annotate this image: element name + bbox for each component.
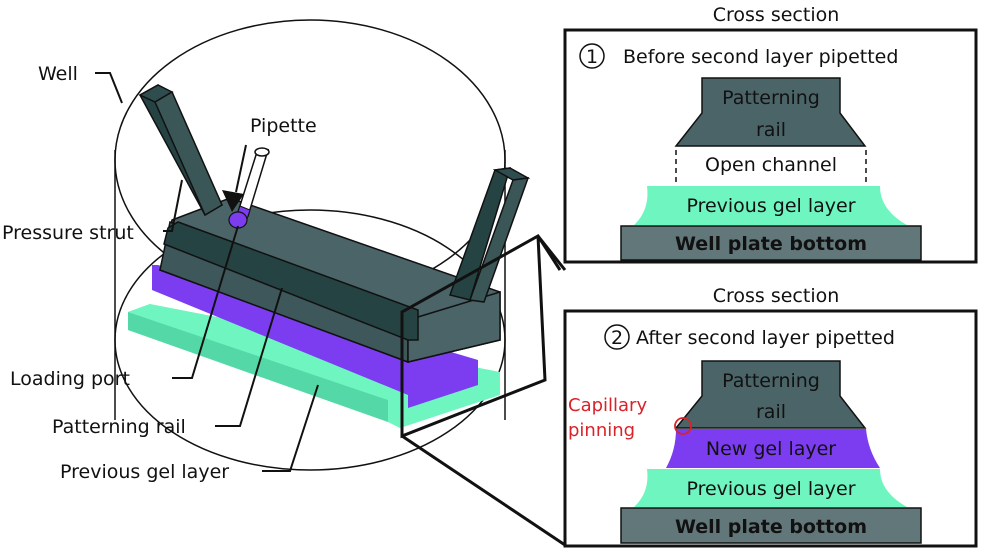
pipette-icon: [222, 144, 270, 229]
panel1-heading: Cross section: [713, 4, 840, 26]
panel1-title: Before second layer pipetted: [623, 46, 898, 68]
panel1-rail: [674, 77, 867, 147]
panel2-title: After second layer pipetted: [636, 327, 895, 349]
step-1-badge: [579, 43, 605, 69]
panel2-well-plate: [620, 507, 922, 544]
pressure-strut-right: [449, 167, 531, 303]
panel-after: Cross section 2 After second layer pipet…: [563, 285, 978, 548]
step-1-number: 1: [586, 46, 598, 68]
pressure-strut-left: [138, 83, 224, 217]
panel2-gel-label: Previous gel layer: [686, 478, 855, 500]
step-2-badge: [604, 324, 630, 350]
label-loading-port: Loading port: [10, 368, 130, 390]
capillary-label-line1: Capillary: [568, 395, 647, 416]
new-gel-3d: [152, 265, 478, 408]
panel1-plate-label: Well plate bottom: [675, 233, 867, 255]
leader-lines: [95, 72, 319, 472]
panel2-rail-line2: rail: [756, 401, 786, 423]
panel-before: Cross section 1 Before second layer pipe…: [563, 4, 978, 264]
step-2-number: 2: [611, 327, 623, 349]
panel1-gel-label: Previous gel layer: [686, 195, 855, 217]
zoom-callout-lines: [400, 234, 567, 547]
panel2-rail-line1: Patterning: [722, 370, 820, 392]
panel2-new-gel-label: New gel layer: [706, 438, 836, 460]
panel2-heading: Cross section: [713, 285, 840, 307]
well-bottom-rim: [114, 209, 506, 471]
arrow-head-icon: [222, 190, 244, 212]
label-patterning-rail: Patterning rail: [52, 416, 186, 438]
loading-port-icon: [228, 211, 248, 229]
panel2-new-gel: [666, 429, 880, 468]
patterning-rail-3d: [159, 197, 501, 364]
panel1-rail-line2: rail: [756, 119, 786, 141]
label-pressure-strut: Pressure strut: [2, 222, 134, 244]
panel2-plate-label: Well plate bottom: [675, 516, 867, 538]
panel1-previous-gel: [634, 186, 907, 225]
panel1-rail-line1: Patterning: [722, 87, 820, 109]
panel1-open-channel: Open channel: [705, 154, 837, 176]
label-pipette: Pipette: [250, 115, 317, 137]
label-previous-gel-layer: Previous gel layer: [60, 461, 229, 483]
label-well: Well: [38, 63, 78, 85]
panel2-rail: [674, 360, 867, 429]
panel2-previous-gel: [634, 469, 907, 507]
capillary-pinning-marker: [674, 417, 692, 435]
capillary-label-line2: pinning: [568, 420, 635, 441]
panel1-well-plate: [620, 225, 922, 261]
